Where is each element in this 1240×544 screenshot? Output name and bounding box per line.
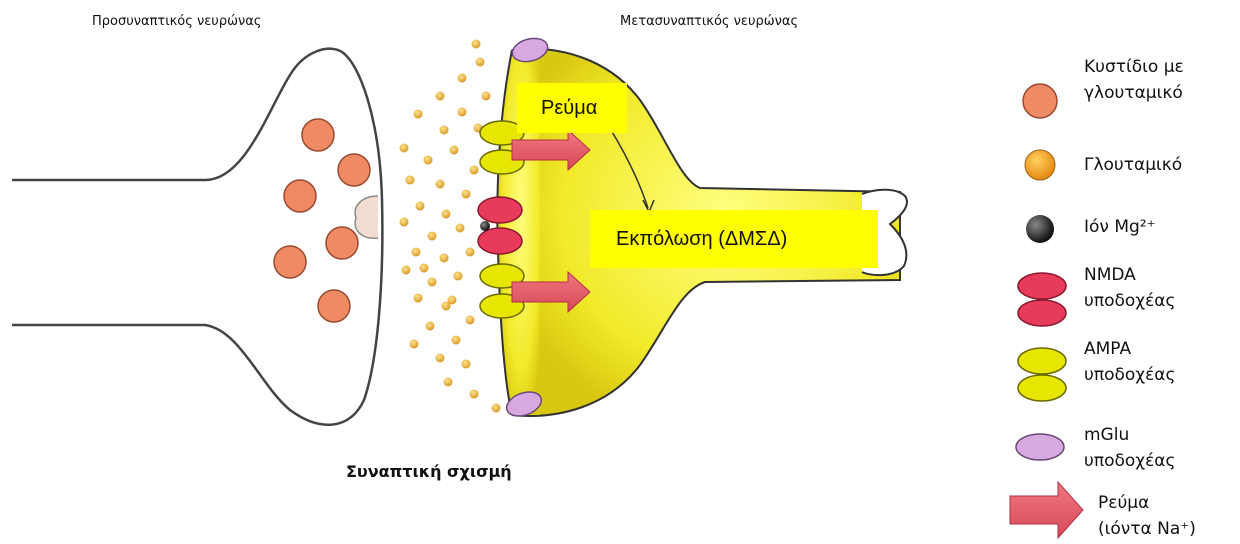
vesicle: [284, 180, 316, 212]
glutamate-molecule: [450, 146, 459, 155]
glutamate-molecule: [470, 390, 479, 399]
vesicle: [326, 227, 358, 259]
glutamate-molecule: [410, 340, 419, 349]
glutamate-molecule: [400, 218, 409, 227]
legend-vesicle-line1: Κυστίδιο με: [1084, 54, 1184, 80]
nmda-receptor-icon: [1018, 300, 1066, 326]
vesicle-icon: [1023, 84, 1057, 118]
legend-current-line1: Ρεύμα: [1098, 490, 1196, 516]
glutamate-molecule: [470, 166, 479, 175]
glutamate-molecule: [466, 316, 475, 325]
legend-glutamate-line1: Γλουταμικό: [1084, 152, 1182, 178]
mg-ion-icon: [1026, 215, 1054, 243]
legend-ampa-line2: υποδοχέας: [1084, 362, 1175, 388]
glutamate-molecule: [436, 92, 445, 101]
legend-current-line2: (ιόντα Na⁺): [1098, 516, 1196, 542]
glutamate-molecule: [444, 378, 453, 387]
glutamate-molecule: [436, 180, 445, 189]
vesicle: [274, 246, 306, 278]
legend-nmda: NMDA υποδοχέας: [1084, 262, 1175, 314]
glutamate-molecule: [492, 404, 501, 413]
glutamate-molecule: [442, 210, 451, 219]
nmda-receptor-icon: [1018, 273, 1066, 299]
glutamate-molecule: [448, 296, 457, 305]
glutamate-molecule: [414, 294, 423, 303]
glutamate-molecule: [406, 176, 415, 185]
legend-mglu: mGlu υποδοχέας: [1084, 422, 1175, 474]
glutamate-molecule: [472, 40, 481, 49]
current-arrow-icon: [1010, 482, 1083, 538]
glutamate-molecule: [440, 126, 449, 135]
legend-glutamate: Γλουταμικό: [1084, 152, 1182, 178]
glutamate-molecule: [456, 224, 465, 233]
glutamate-molecule: [436, 354, 445, 363]
legend-nmda-line1: NMDA: [1084, 262, 1175, 288]
glutamate-molecule: [482, 92, 491, 101]
glutamate-molecule: [462, 360, 471, 369]
glutamate-molecule: [428, 232, 437, 241]
vesicle: [318, 290, 350, 322]
depolarization-label-box: Εκπόλωση (ΔΜΣΔ): [590, 210, 878, 268]
mg-ion: [480, 221, 490, 231]
glutamate-molecule: [414, 110, 423, 119]
glutamate-molecule: [462, 190, 471, 199]
glutamate-molecule: [416, 202, 425, 211]
glutamate-molecule: [426, 322, 435, 331]
legend-icons: [1010, 84, 1083, 538]
glutamate-molecule: [412, 248, 421, 257]
legend-nmda-line2: υποδοχέας: [1084, 288, 1175, 314]
vesicle: [302, 119, 334, 151]
legend-mg-line1: Ιόν Mg²⁺: [1084, 214, 1156, 240]
ampa-receptor-icon: [1018, 375, 1066, 401]
legend-mglu-line1: mGlu: [1084, 422, 1175, 448]
glutamate-icon: [1025, 150, 1055, 180]
glutamate-molecule: [458, 108, 467, 117]
postsynaptic-label: Μετασυναπτικός νευρώνας: [620, 14, 798, 29]
synaptic-cleft-label: Συναπτική σχισμή: [346, 462, 512, 481]
legend-vesicle-line2: γλουταμικό: [1084, 80, 1184, 106]
legend-current: Ρεύμα (ιόντα Na⁺): [1098, 490, 1196, 542]
nmda-receptor: [478, 197, 522, 223]
glutamate-molecule: [428, 278, 437, 287]
presynaptic-label: Προσυναπτικός νευρώνας: [92, 14, 261, 29]
nmda-receptor: [478, 228, 522, 254]
legend-ampa: AMPA υποδοχέας: [1084, 336, 1175, 388]
legend-mg: Ιόν Mg²⁺: [1084, 214, 1156, 240]
glutamate-molecule: [466, 248, 475, 257]
mglu-receptor-icon: [1016, 434, 1064, 460]
glutamate-molecule: [454, 272, 463, 281]
current-label-box: Ρεύμα: [517, 83, 627, 133]
ampa-receptor-icon: [1018, 348, 1066, 374]
legend-ampa-line1: AMPA: [1084, 336, 1175, 362]
legend-mglu-line2: υποδοχέας: [1084, 448, 1175, 474]
glutamate-molecule: [452, 336, 461, 345]
glutamate-molecule: [424, 156, 433, 165]
glutamate-molecule: [402, 266, 411, 275]
glutamate-molecule: [420, 264, 429, 273]
legend-vesicle: Κυστίδιο με γλουταμικό: [1084, 54, 1184, 106]
glutamate-molecule: [458, 74, 467, 83]
glutamate-molecule: [400, 144, 409, 153]
glutamate-molecule: [440, 254, 449, 263]
glutamate-molecule: [476, 58, 485, 67]
vesicle: [338, 154, 370, 186]
